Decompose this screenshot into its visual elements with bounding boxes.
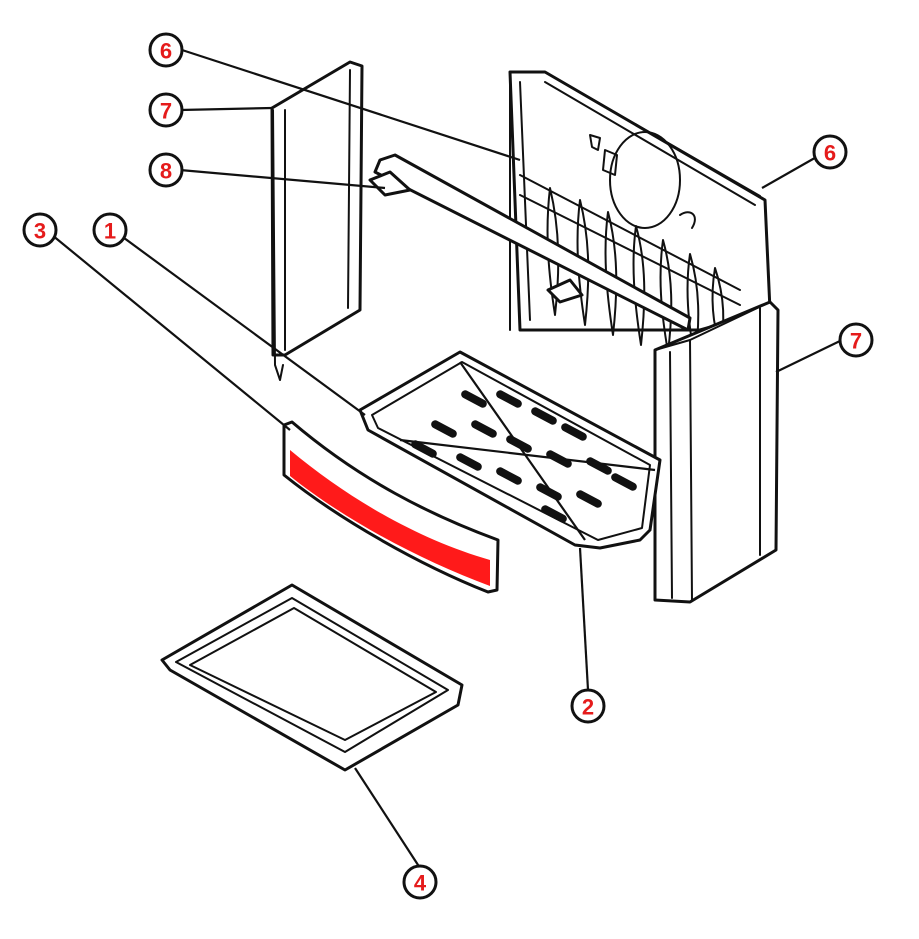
callout-1-label: 1 xyxy=(104,219,116,244)
callout-4: 4 xyxy=(402,864,438,900)
callout-4-label: 4 xyxy=(414,871,427,896)
front-fret-highlighted xyxy=(282,420,500,594)
callout-7-right: 7 xyxy=(838,322,874,358)
callout-7-left: 7 xyxy=(148,92,184,128)
baffle-bar xyxy=(368,153,692,332)
leader-lines xyxy=(51,48,843,869)
callout-5: 6 xyxy=(148,32,184,68)
callout-1: 1 xyxy=(92,212,128,248)
callout-2-label: 2 xyxy=(582,695,594,720)
fret-highlight-fill xyxy=(290,450,490,586)
callout-3: 3 xyxy=(22,212,58,248)
ash-pan xyxy=(160,583,464,772)
callout-2: 2 xyxy=(570,688,606,724)
callout-6-label: 6 xyxy=(824,141,836,166)
callout-8-label: 8 xyxy=(160,159,172,184)
callout-8: 8 xyxy=(148,152,184,188)
callout-6: 6 xyxy=(812,134,848,170)
callout-7-right-label: 7 xyxy=(850,329,862,354)
callout-3-label: 3 xyxy=(34,219,46,244)
callout-5-label: 6 xyxy=(160,39,172,64)
right-side-panel xyxy=(653,300,780,604)
left-side-panel xyxy=(270,60,364,381)
callout-7-left-label: 7 xyxy=(160,99,172,124)
grate-slots xyxy=(411,390,637,523)
fire-grate xyxy=(358,350,662,550)
rear-back-panel xyxy=(473,70,772,361)
